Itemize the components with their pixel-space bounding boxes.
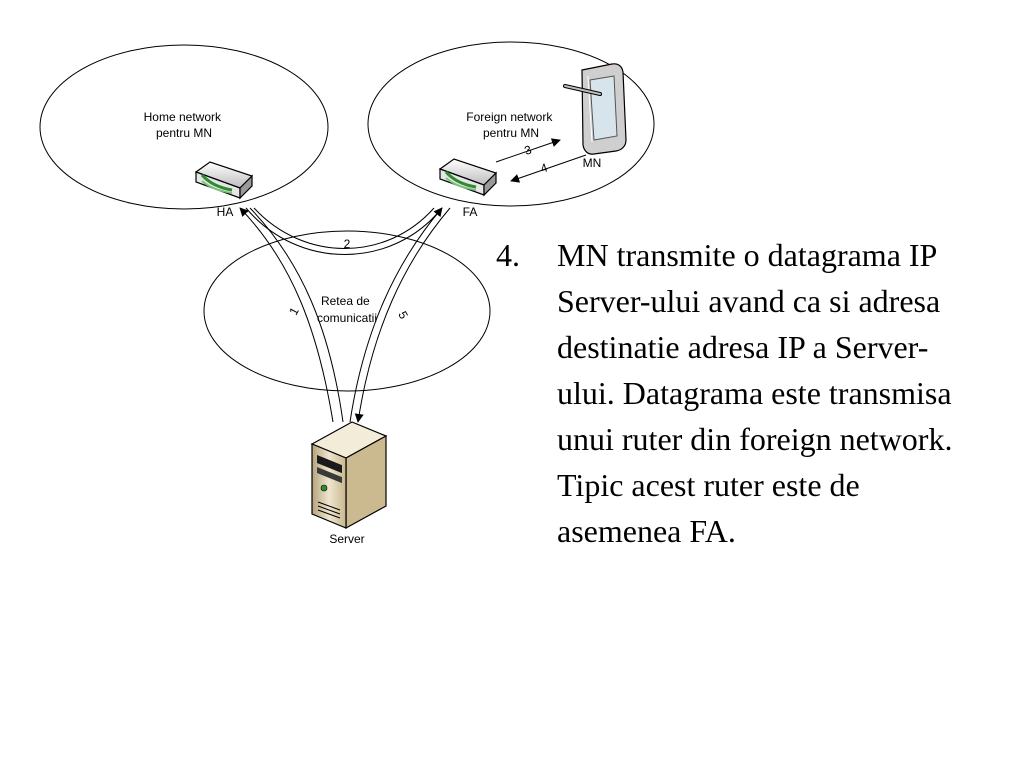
path-4-mn-to-fa bbox=[510, 154, 587, 183]
router-icon bbox=[438, 158, 498, 197]
server-icon bbox=[310, 421, 388, 530]
mn-label: MN bbox=[583, 156, 602, 170]
path-2-ha-to-fa bbox=[245, 207, 443, 255]
step-4-label: 4 bbox=[539, 160, 550, 175]
step-1-label: 1 bbox=[286, 305, 302, 318]
foreign-network-label: Foreign network pentru MN bbox=[466, 110, 555, 140]
home-network-label: Home network pentru MN bbox=[144, 110, 225, 140]
step-3-label: 3 bbox=[523, 142, 534, 157]
router-icon bbox=[194, 161, 254, 200]
path-3-fa-to-mn bbox=[495, 138, 561, 163]
server-label: Server bbox=[329, 532, 364, 546]
foreign-network-ellipse bbox=[367, 41, 655, 207]
comm-network-label: Retea de comunicatii bbox=[317, 294, 377, 325]
path-2-parallel-line bbox=[253, 207, 435, 249]
list-item-body: MN transmite o datagrama IP Server-ului … bbox=[557, 237, 953, 549]
comm-network-ellipse bbox=[203, 230, 491, 392]
path-5-parallel-line bbox=[349, 207, 443, 423]
step-2-label: 2 bbox=[344, 237, 351, 251]
mobile-device-icon bbox=[563, 63, 627, 155]
fa-label: FA bbox=[463, 205, 478, 219]
list-item-number: 4. bbox=[496, 237, 520, 273]
path-5-fa-to-server bbox=[354, 207, 451, 423]
step-5-label: 5 bbox=[395, 309, 411, 322]
path-1-server-to-ha bbox=[239, 207, 334, 423]
home-network-ellipse bbox=[39, 44, 329, 210]
ha-label: HA bbox=[217, 205, 234, 219]
